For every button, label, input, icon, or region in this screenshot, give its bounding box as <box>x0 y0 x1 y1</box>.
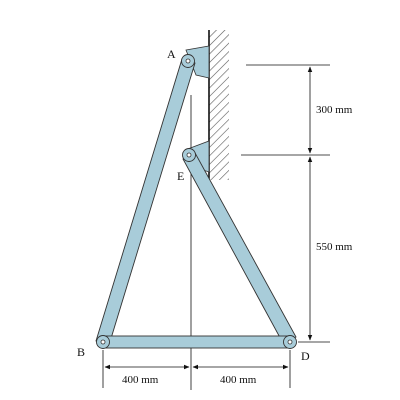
member-ed <box>182 150 297 346</box>
member-ab <box>95 58 196 346</box>
dim-400-left: 400 mm <box>122 374 159 386</box>
horizontal-dimensions: 400 mm 400 mm <box>102 350 291 388</box>
wall <box>208 30 229 180</box>
wall-hatching <box>209 30 229 180</box>
label-b: B <box>77 345 85 359</box>
pin-e <box>182 148 196 162</box>
dim-400-right: 400 mm <box>220 374 257 386</box>
pin-a <box>181 54 195 68</box>
pin-b <box>96 335 110 349</box>
member-bd <box>102 335 291 349</box>
dim-300: 300 mm <box>316 104 353 116</box>
dim-550: 550 mm <box>316 241 353 253</box>
vertical-dimensions: 300 mm 550 mm <box>241 64 353 343</box>
label-e: E <box>177 169 184 183</box>
pin-d <box>283 335 297 349</box>
label-d: D <box>301 349 310 363</box>
label-a: A <box>167 47 176 61</box>
